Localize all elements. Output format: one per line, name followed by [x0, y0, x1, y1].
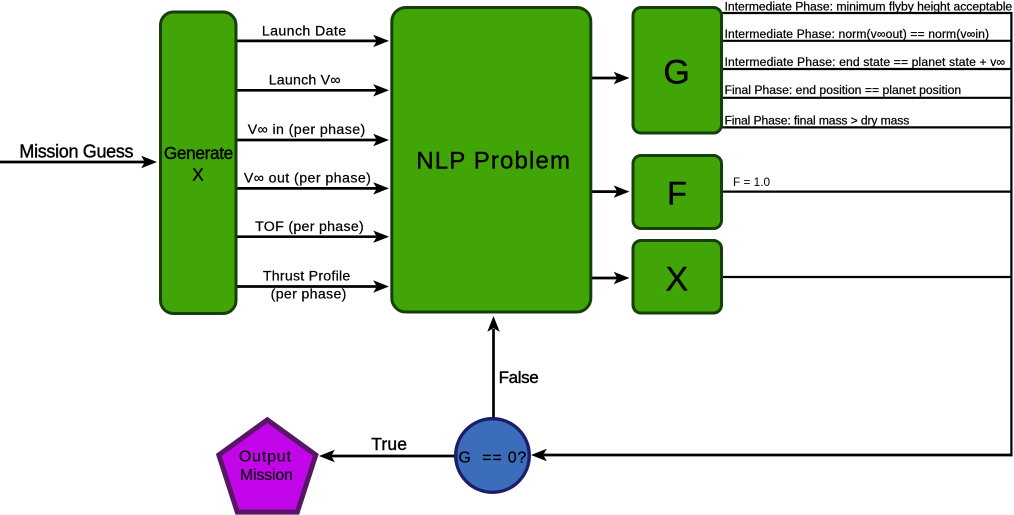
- svg-text:Thrust Profile: Thrust Profile: [263, 269, 351, 285]
- svg-text:V∞ out (per phase): V∞ out (per phase): [244, 171, 371, 187]
- svg-text:G == 0?: G == 0?: [458, 449, 527, 466]
- svg-text:Mission: Mission: [240, 467, 293, 484]
- svg-text:Intermediate Phase: minimum fl: Intermediate Phase: minimum flyby height…: [725, 0, 1013, 14]
- svg-text:TOF (per phase): TOF (per phase): [255, 219, 364, 235]
- svg-text:Launch Date: Launch Date: [262, 23, 347, 39]
- svg-text:Intermediate Phase: end state: Intermediate Phase: end state == planet …: [725, 55, 1006, 69]
- svg-text:F = 1.0: F = 1.0: [733, 175, 770, 189]
- svg-text:True: True: [371, 434, 407, 454]
- svg-text:Output: Output: [239, 449, 292, 466]
- svg-text:X: X: [665, 260, 688, 298]
- svg-text:Mission Guess: Mission Guess: [19, 141, 133, 161]
- svg-text:False: False: [499, 368, 539, 387]
- svg-text:X: X: [192, 164, 204, 184]
- svg-text:F: F: [667, 176, 687, 212]
- svg-text:G: G: [663, 54, 689, 92]
- svg-text:Generate: Generate: [164, 143, 233, 163]
- svg-text:Final Phase: end position == p: Final Phase: end position == planet posi…: [725, 83, 962, 97]
- svg-text:(per phase): (per phase): [271, 287, 347, 303]
- svg-text:Launch V∞: Launch V∞: [269, 72, 341, 88]
- svg-text:V∞ in (per phase): V∞ in (per phase): [248, 122, 366, 138]
- svg-text:Intermediate Phase: norm(v∞out: Intermediate Phase: norm(v∞out) == norm(…: [725, 27, 990, 41]
- svg-text:NLP Problem: NLP Problem: [416, 147, 571, 174]
- svg-text:Final Phase: final mass > dry: Final Phase: final mass > dry mass: [725, 114, 910, 128]
